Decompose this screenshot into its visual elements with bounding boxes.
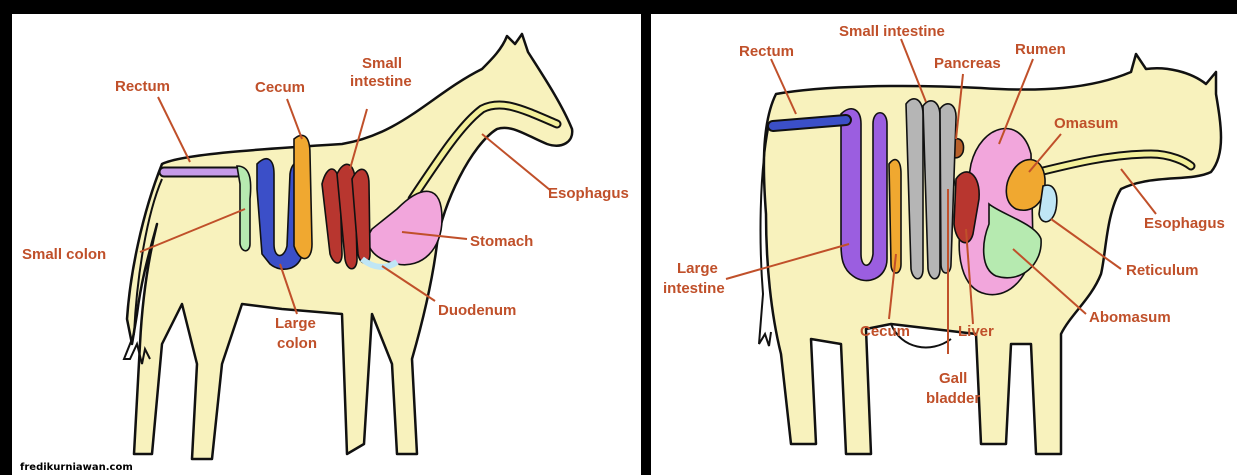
cow-label-large-intestine-line2: intestine [663,279,725,298]
cow-label-omasum: Omasum [1054,114,1118,133]
cow-label-rectum: Rectum [739,42,794,61]
horse-label-rectum: Rectum [115,77,170,96]
cow-label-large-intestine-line1: Large [677,259,718,278]
horse-label-large-colon-line2: colon [277,334,317,353]
cow-label-small-intestine: Small intestine [839,22,945,41]
horse-label-large-colon-line1: Large [275,314,316,333]
cow-label-cecum: Cecum [860,322,910,341]
cow-label-gall-bladder-line1: Gall [939,369,967,388]
horse-label-stomach: Stomach [470,232,533,251]
horse-label-small-colon: Small colon [22,245,106,264]
cow-label-esophagus: Esophagus [1144,214,1225,233]
cow-label-pancreas: Pancreas [934,54,1001,73]
horse-diagram-panel: Rectum Cecum Small intestine Esophagus S… [12,14,641,475]
cow-label-rumen: Rumen [1015,40,1066,59]
cow-label-gall-bladder-line2: bladder [926,389,980,408]
horse-label-small-intestine-line2: intestine [350,72,412,91]
horse-label-small-intestine-line1: Small [362,54,402,73]
cow-reticulum [1039,185,1057,222]
watermark: fredikurniawan.com [20,462,133,473]
horse-leader-cecum [287,99,302,139]
horse-leader-rectum [158,97,190,162]
cow-diagram-panel: Rectum Small intestine Pancreas Rumen Om… [651,14,1237,475]
horse-illustration [12,14,641,475]
horse-leader-esophagus [482,134,550,190]
horse-label-cecum: Cecum [255,78,305,97]
horse-label-duodenum: Duodenum [438,301,516,320]
cow-label-reticulum: Reticulum [1126,261,1199,280]
cow-label-abomasum: Abomasum [1089,308,1171,327]
horse-label-esophagus: Esophagus [548,184,629,203]
horse-cecum [294,135,312,258]
cow-label-liver: Liver [958,322,994,341]
